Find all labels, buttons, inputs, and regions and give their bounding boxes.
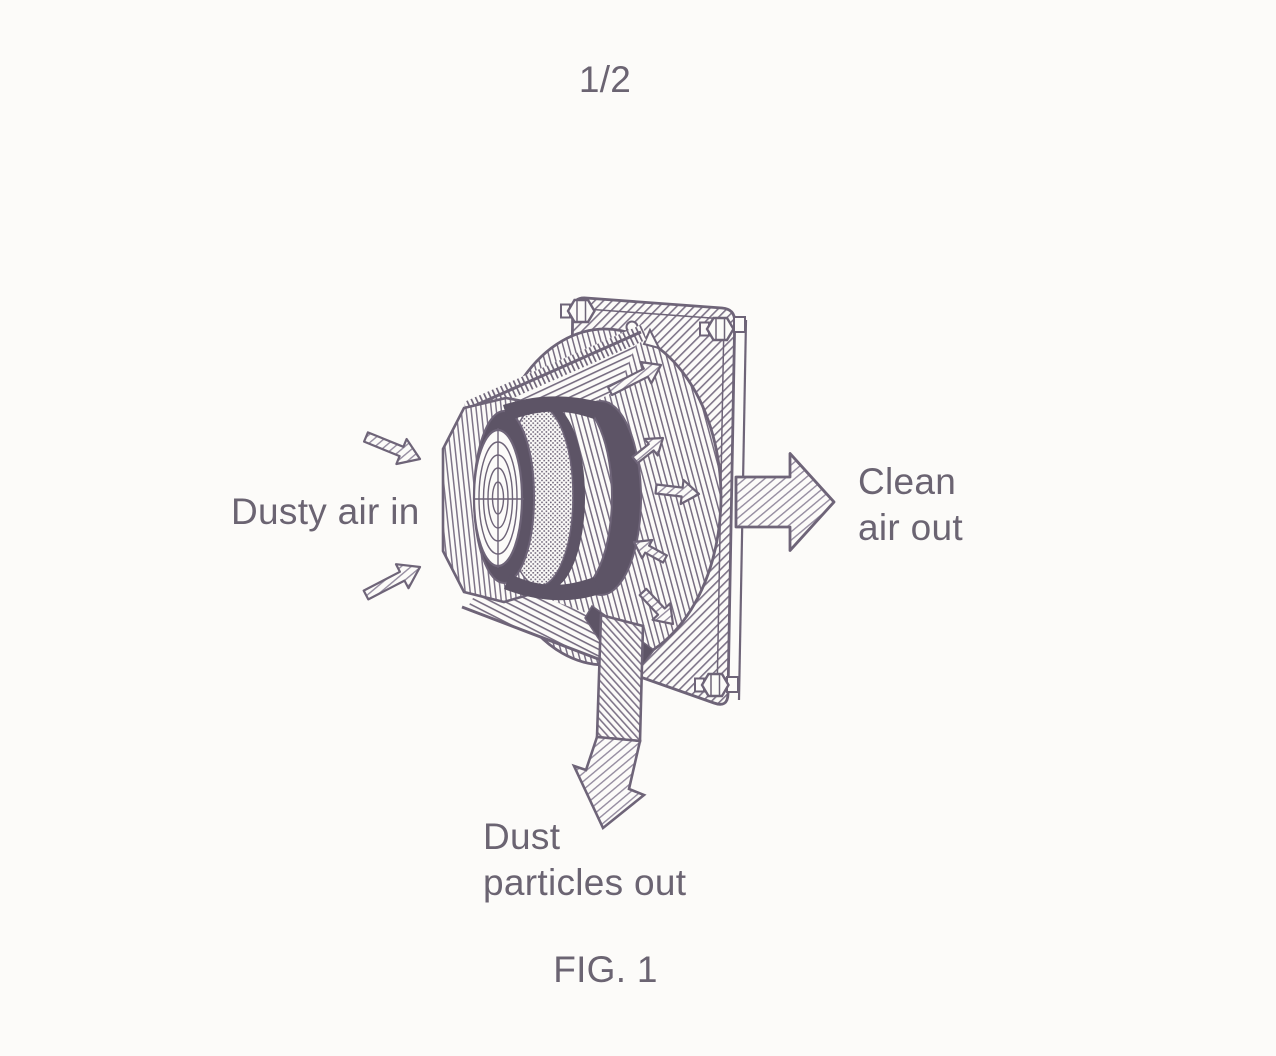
label-dusty-air-in: Dusty air in — [231, 491, 420, 532]
clean-air-out-arrow-icon — [734, 452, 836, 552]
flow-arrow-icon — [654, 479, 701, 506]
flow-arrow-icon — [638, 587, 675, 626]
hex-bolt-icon — [559, 298, 596, 324]
dusty-air-inlet-arrow-icon — [363, 431, 422, 466]
flow-arrow-icon — [632, 538, 669, 564]
label-dust-particles-out-line1: Dust — [483, 816, 561, 857]
bolt-tip — [733, 316, 746, 333]
label-clean-air-out-line2: air out — [858, 507, 963, 548]
page-number: 1/2 — [578, 59, 632, 100]
dust-out-arrow-icon — [571, 613, 647, 831]
fan-grille — [472, 428, 524, 568]
flow-arrow-icon — [631, 436, 665, 465]
label-dust-particles-out-line2: particles out — [483, 862, 687, 903]
dusty-air-inlet-arrow-icon — [362, 563, 422, 601]
label-clean-air-out-line1: Clean — [858, 461, 957, 502]
airflow-arrows — [362, 360, 836, 626]
label-dust-particles-out: Dust particles out — [483, 814, 686, 906]
label-clean-air-out: Clean air out — [858, 459, 963, 551]
figure-caption: FIG. 1 — [553, 949, 658, 990]
flow-arrow-icon — [606, 360, 663, 397]
rim-arrowhead-icon — [642, 327, 661, 350]
fan-motor-body — [472, 396, 642, 601]
